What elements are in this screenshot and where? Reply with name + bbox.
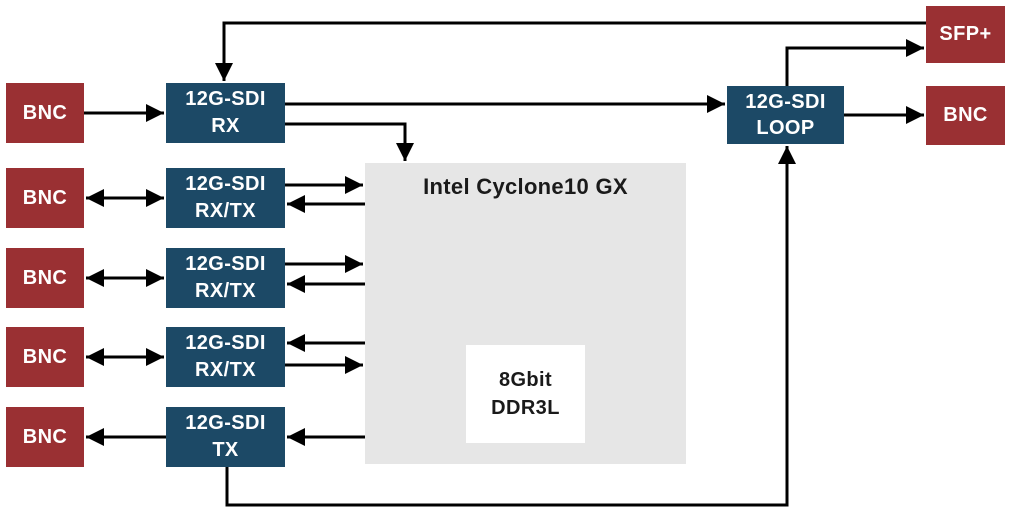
sdi-rxtx-1-label-line2: RX/TX [195, 200, 256, 222]
sdi-rxtx-2-label-line2: RX/TX [195, 280, 256, 302]
fpga-block: Intel Cyclone10 GX 8Gbit DDR3L [365, 163, 686, 464]
bnc-port-3: BNC [6, 248, 84, 308]
bnc-port-5: BNC [6, 407, 84, 467]
fpga-label: Intel Cyclone10 GX [423, 174, 628, 199]
wire-sfp-to-rx [215, 21, 926, 81]
sdi-rxtx-1-label-line1: 12G-SDI [185, 173, 266, 195]
ddr3l-memory-block: 8Gbit DDR3L [466, 345, 585, 443]
sfp-port: SFP+ [926, 6, 1005, 63]
sdi-rxtx-block-2: 12G-SDI RX/TX [166, 248, 285, 308]
bnc-port-2: BNC [6, 168, 84, 228]
wire-tx-to-loop [225, 146, 796, 507]
sdi-rx-label-line2: RX [211, 115, 240, 137]
sdi-rxtx-block-3: 12G-SDI RX/TX [166, 327, 285, 387]
sdi-tx-label-line1: 12G-SDI [185, 412, 266, 434]
wire-rx-to-fpga [285, 122, 414, 161]
bnc-port-1: BNC [6, 83, 84, 143]
sdi-loop-label-line1: 12G-SDI [745, 91, 826, 113]
sdi-rxtx-3-label-line2: RX/TX [195, 359, 256, 381]
sdi-tx-label-line2: TX [212, 439, 239, 461]
memory-label-line2: DDR3L [491, 397, 560, 419]
sdi-rxtx-block-1: 12G-SDI RX/TX [166, 168, 285, 228]
bnc-port-4: BNC [6, 327, 84, 387]
sdi-rx-label-line1: 12G-SDI [185, 88, 266, 110]
sdi-rxtx-2-label-line1: 12G-SDI [185, 253, 266, 275]
bnc-output-port: BNC [926, 86, 1005, 145]
sdi-rxtx-3-label-line1: 12G-SDI [185, 332, 266, 354]
sdi-loop-label-line2: LOOP [756, 117, 815, 139]
wire-loop-to-sfp [785, 39, 924, 86]
sdi-loop-block: 12G-SDI LOOP [727, 86, 844, 144]
sdi-tx-block: 12G-SDI TX [166, 407, 285, 467]
sdi-rx-block: 12G-SDI RX [166, 83, 285, 143]
memory-label-line1: 8Gbit [498, 369, 553, 391]
